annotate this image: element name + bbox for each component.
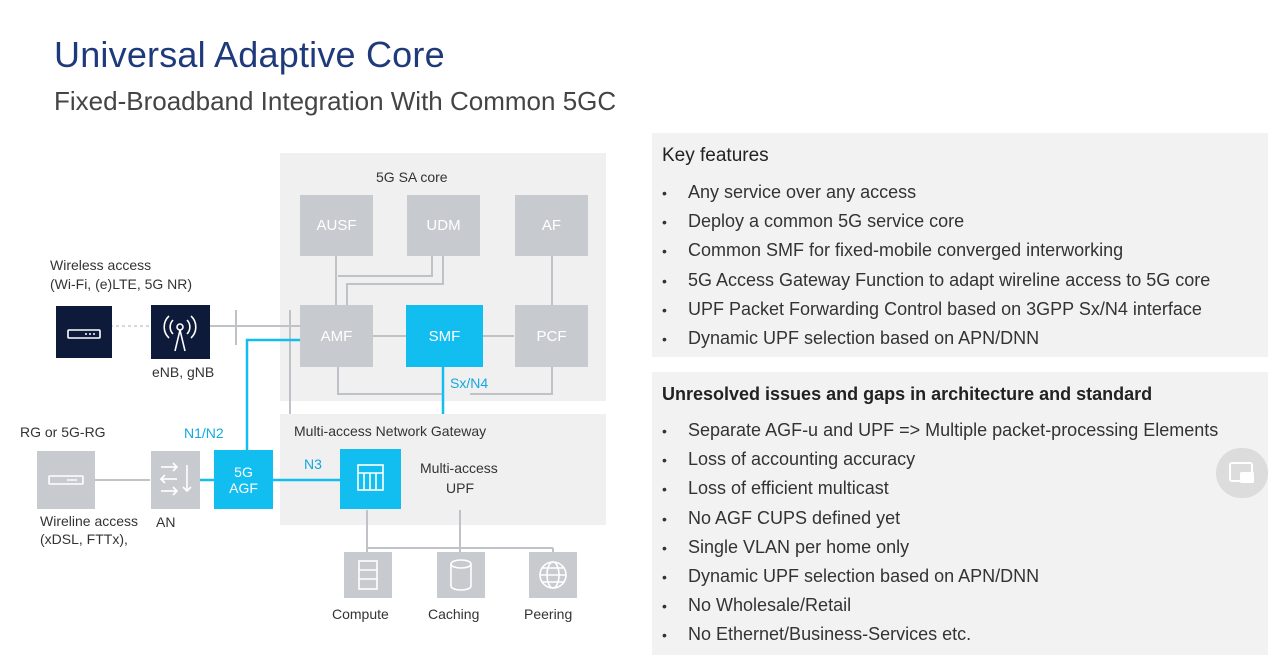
an-label: AN xyxy=(156,514,176,530)
issues-panel: Unresolved issues and gaps in architectu… xyxy=(652,372,1268,655)
nf-af: AF xyxy=(515,195,588,256)
compute-label: Compute xyxy=(332,606,389,622)
list-item: •5G Access Gateway Function to adapt wir… xyxy=(662,269,1211,290)
wireline-access-label: Wireline access xyxy=(40,513,139,529)
rg-device-icon xyxy=(37,451,95,509)
agf-line2: AGF xyxy=(229,479,258,496)
caching-label: Caching xyxy=(428,606,480,622)
caching-icon xyxy=(437,552,485,598)
issues-heading: Unresolved issues and gaps in architectu… xyxy=(662,384,1153,404)
list-item: •No Ethernet/Business-Services etc. xyxy=(662,624,972,645)
picture-in-picture-icon xyxy=(1229,462,1254,483)
upf-icon xyxy=(340,449,401,509)
list-item: •Separate AGF-u and UPF => Multiple pack… xyxy=(662,420,1219,440)
list-item: •Dynamic UPF selection based on APN/DNN xyxy=(662,565,1040,586)
an-switch-icon xyxy=(151,451,200,509)
picture-in-picture-button[interactable] xyxy=(1216,448,1268,498)
wireless-access-types: (Wi-Fi, (e)LTE, 5G NR) xyxy=(50,276,193,292)
n3-label: N3 xyxy=(304,456,322,472)
nf-ausf: AUSF xyxy=(300,195,373,256)
antenna-icon xyxy=(151,305,210,359)
gateway-panel xyxy=(280,414,606,525)
list-item: •Any service over any access xyxy=(662,182,917,202)
list-item: •Dynamic UPF selection based on APN/DNN xyxy=(662,327,1040,348)
agf-box: 5G AGF xyxy=(214,450,273,509)
list-item: •Single VLAN per home only xyxy=(662,536,910,557)
list-item: •Loss of accounting accuracy xyxy=(662,449,916,470)
list-item: •Common SMF for fixed-mobile converged i… xyxy=(662,240,1124,261)
key-features-list: •Any service over any access •Deploy a c… xyxy=(662,178,1210,353)
list-item: •No Wholesale/Retail xyxy=(662,595,852,616)
sx-n4-label: Sx/N4 xyxy=(450,375,489,391)
list-item: •No AGF CUPS defined yet xyxy=(662,507,901,528)
n1-n2-label: N1/N2 xyxy=(184,425,224,441)
rg-label: RG or 5G-RG xyxy=(20,424,106,440)
page-title: Universal Adaptive Core xyxy=(54,34,445,75)
gateway-label: Multi-access Network Gateway xyxy=(294,423,487,439)
agf-line1: 5G xyxy=(234,463,253,480)
connection-lines xyxy=(95,256,554,552)
list-item: •UPF Packet Forwarding Control based on … xyxy=(662,298,1202,319)
wireless-access-label: Wireless access xyxy=(50,257,152,273)
nf-pcf: PCF xyxy=(515,305,588,367)
upf-label-line1: Multi-access xyxy=(420,460,498,476)
wireline-access-types: (xDSL, FTTx), xyxy=(40,531,128,547)
upf-label-line2: UPF xyxy=(446,480,474,496)
nf-udm: UDM xyxy=(407,195,480,256)
list-item: •Loss of efficient multicast xyxy=(662,478,889,499)
core-label: 5G SA core xyxy=(376,169,448,185)
peering-label: Peering xyxy=(524,606,573,622)
nf-smf: SMF xyxy=(406,305,483,367)
nf-amf: AMF xyxy=(300,305,373,367)
key-features-heading: Key features xyxy=(662,145,769,166)
key-features-panel: Key features •Any service over any acces… xyxy=(652,133,1268,357)
issues-list: •Separate AGF-u and UPF => Multiple pack… xyxy=(662,416,1218,650)
router-icon xyxy=(56,306,112,358)
list-item: •Deploy a common 5G service core xyxy=(662,211,965,232)
peering-globe-icon xyxy=(529,552,577,598)
enb-gnb-label: eNB, gNB xyxy=(152,364,215,380)
page-subtitle: Fixed-Broadband Integration With Common … xyxy=(54,86,617,116)
compute-icon xyxy=(344,552,392,598)
